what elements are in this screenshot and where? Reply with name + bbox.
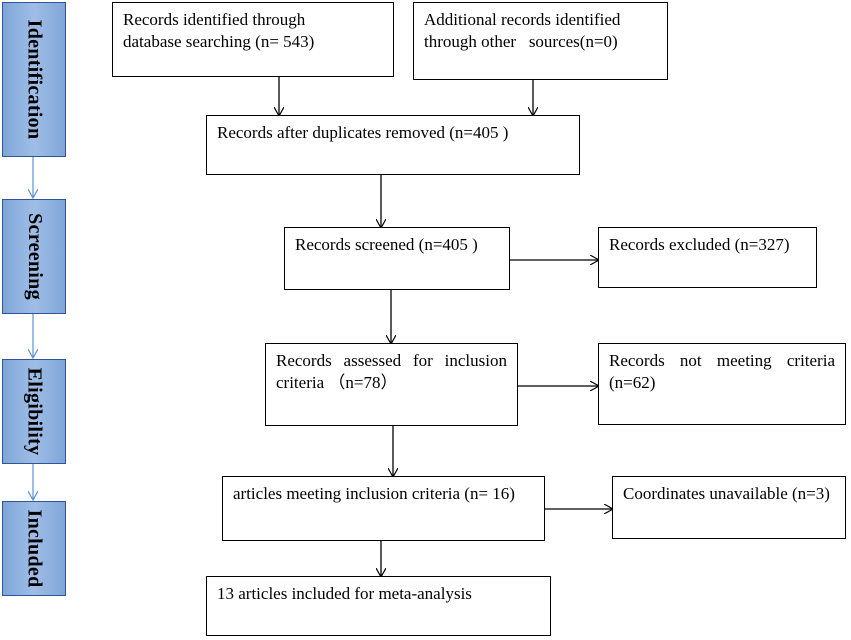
screened-text: Records screened (n=405 ) — [295, 235, 478, 254]
box-excluded: Records excluded (n=327) — [598, 227, 817, 288]
stage-screening-label: Screening — [23, 213, 46, 300]
assessed-line1: Records assessed for inclusion — [276, 351, 507, 370]
stage-included: Included — [2, 501, 66, 596]
box-duplicates-removed: Records after duplicates removed (n=405 … — [206, 115, 580, 175]
assessed-line2: criteria （n=78） — [276, 373, 398, 392]
stage-included-label: Included — [23, 509, 46, 588]
other-sources-line2: through other sources(n=0) — [424, 32, 618, 51]
other-sources-line1: Additional records identified — [424, 10, 621, 29]
included-text: 13 articles included for meta-analysis — [217, 584, 472, 603]
box-other-sources: Additional records identified through ot… — [413, 2, 668, 80]
not-meeting-line2: (n=62) — [609, 373, 656, 392]
not-meeting-line1: Records not meeting criteria — [609, 351, 835, 370]
stage-screening: Screening — [2, 199, 66, 314]
coordinates-unavailable-text: Coordinates unavailable (n=3) — [623, 484, 830, 503]
excluded-text: Records excluded (n=327) — [609, 235, 790, 254]
stage-eligibility: Eligibility — [2, 359, 66, 464]
duplicates-removed-text: Records after duplicates removed (n=405 … — [217, 123, 509, 142]
db-search-line1: Records identified through — [123, 10, 306, 29]
box-database-search: Records identified through database sear… — [112, 2, 394, 77]
box-screened: Records screened (n=405 ) — [284, 227, 510, 290]
box-meeting-criteria: articles meeting inclusion criteria (n= … — [222, 476, 545, 541]
box-assessed: Records assessed for inclusion criteria … — [265, 343, 518, 426]
box-not-meeting: Records not meeting criteria (n=62) — [598, 343, 846, 425]
box-included: 13 articles included for meta-analysis — [206, 576, 551, 636]
db-search-line2: database searching (n= 543) — [123, 32, 315, 51]
box-coordinates-unavailable: Coordinates unavailable (n=3) — [612, 476, 846, 539]
stage-eligibility-label: Eligibility — [23, 367, 46, 456]
stage-identification: Identification — [2, 2, 66, 157]
stage-identification-label: Identification — [23, 19, 46, 140]
meeting-criteria-text: articles meeting inclusion criteria (n= … — [233, 484, 515, 503]
